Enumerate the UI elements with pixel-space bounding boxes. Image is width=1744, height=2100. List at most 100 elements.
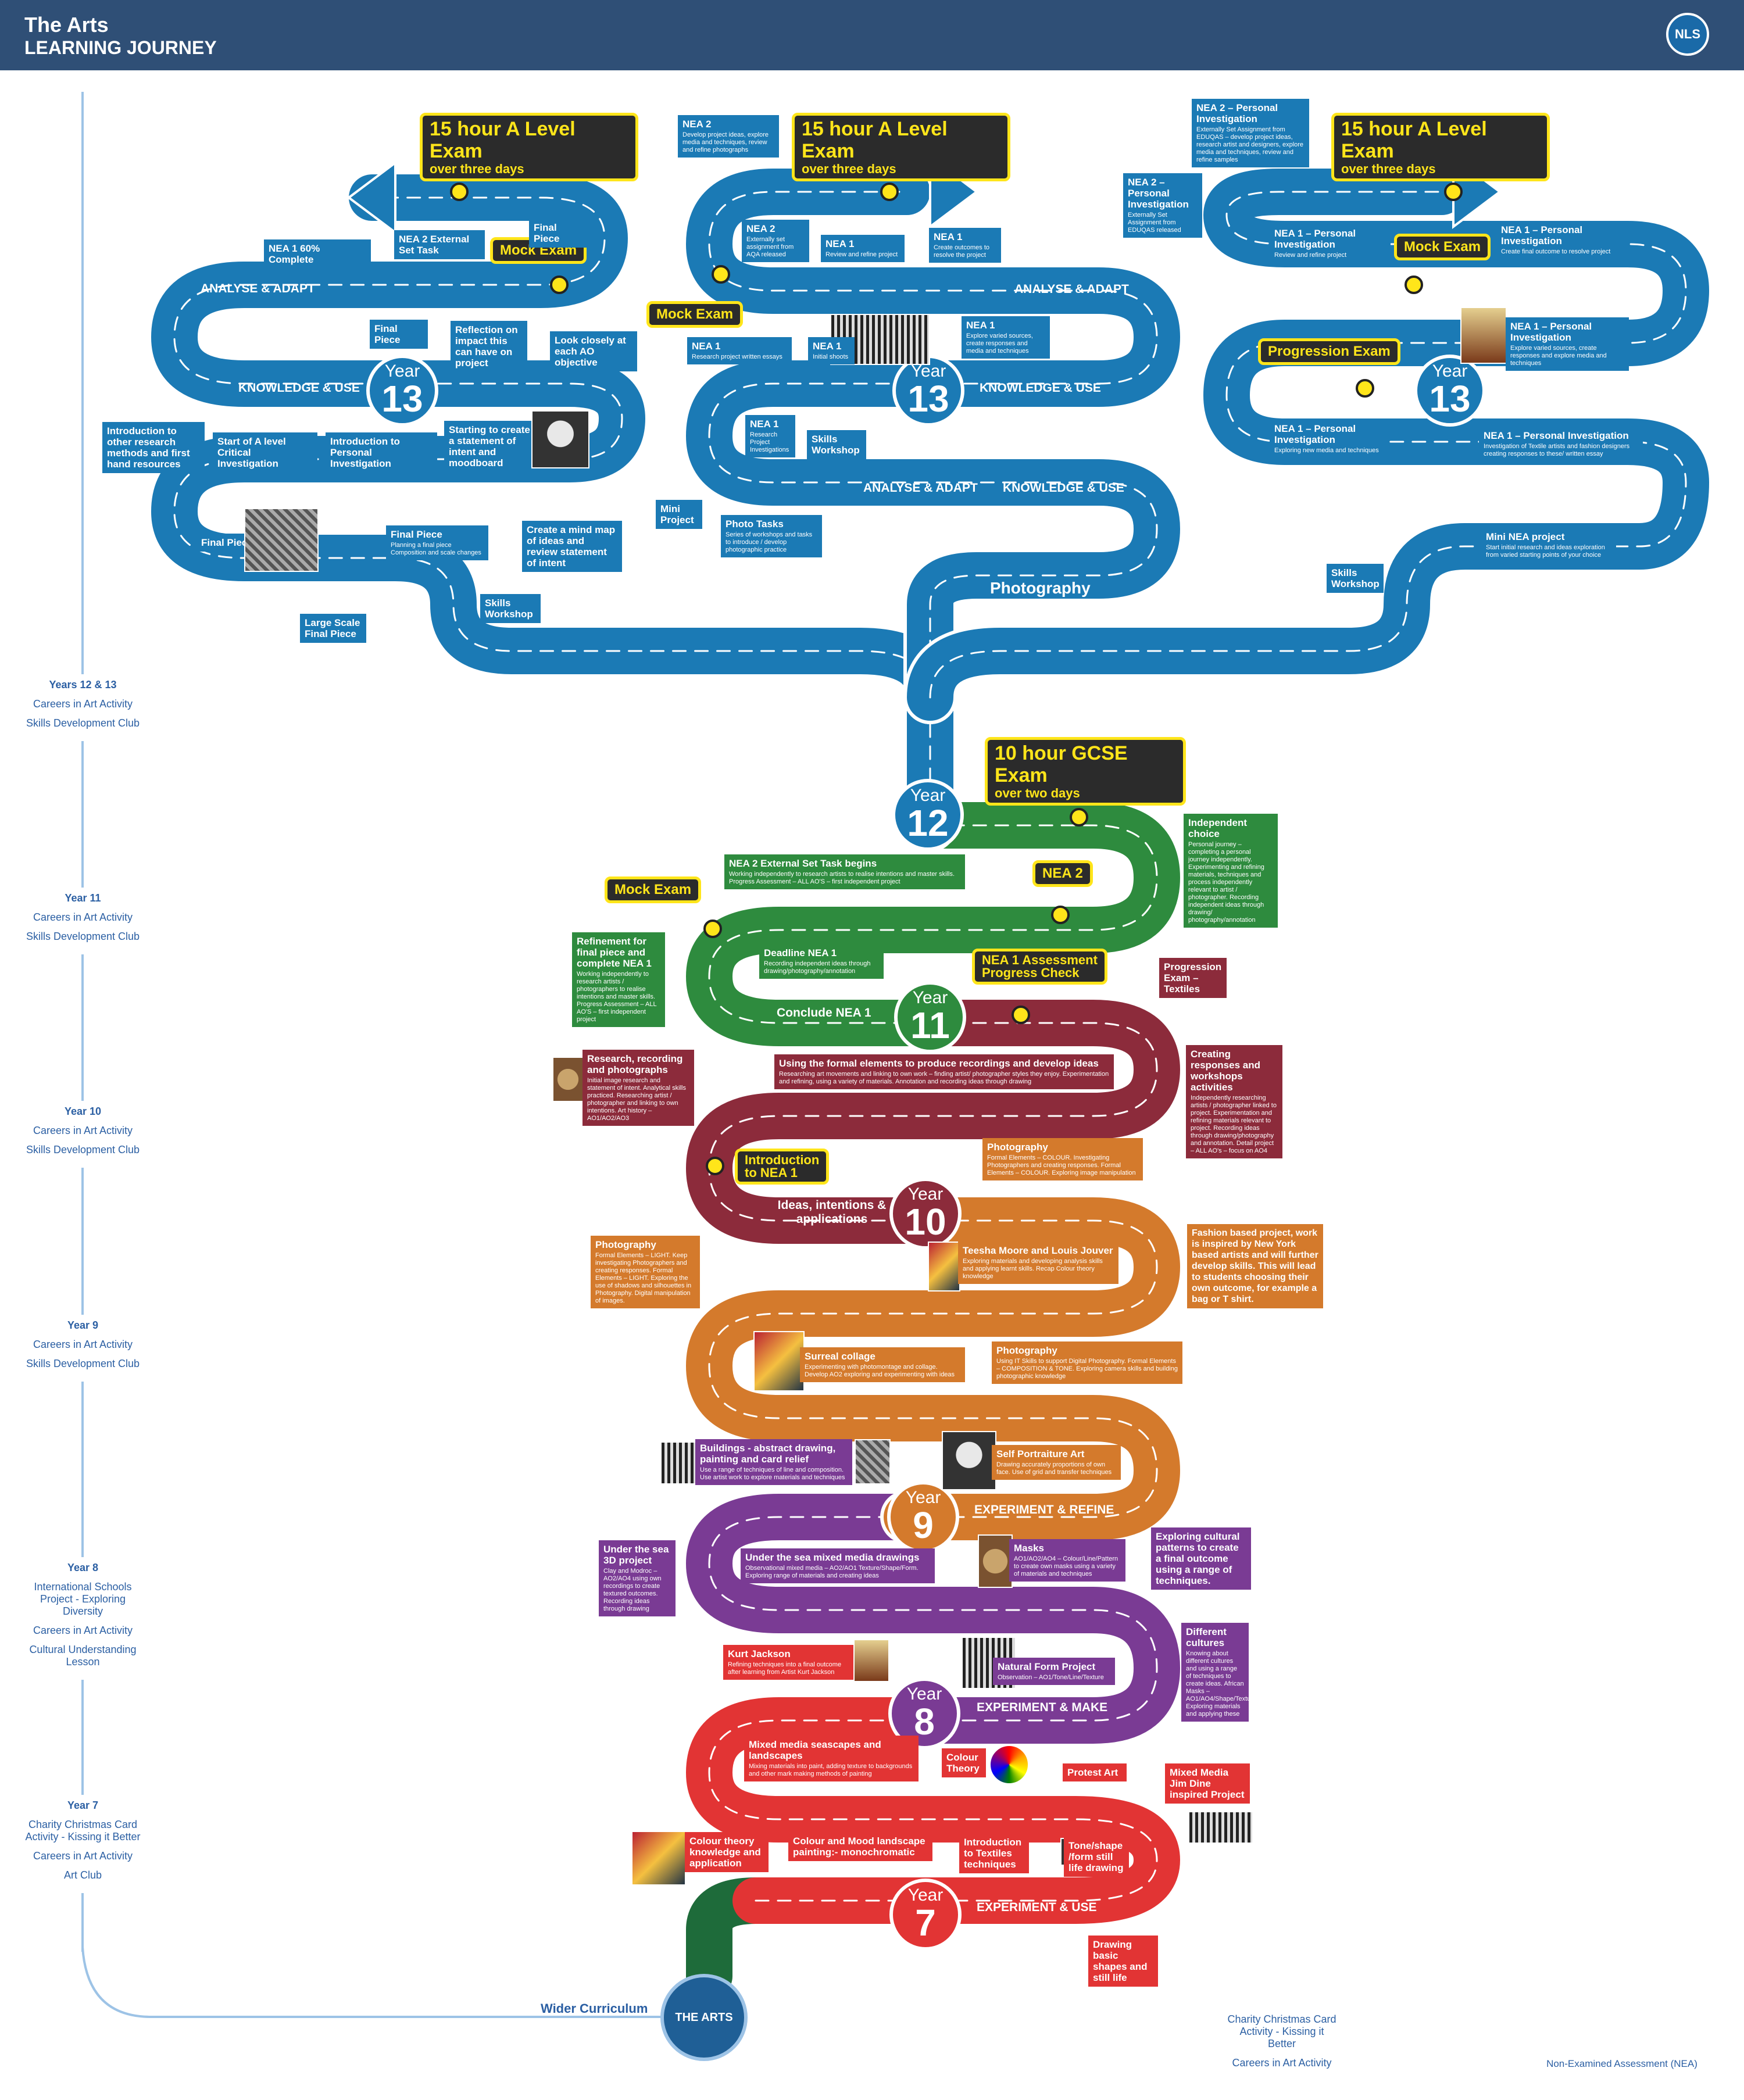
- art-box: NEA 2 External Set Task: [394, 230, 485, 259]
- nea-2-badge: NEA 2: [1032, 860, 1093, 887]
- the-arts-logo-icon: THE ARTS: [660, 1974, 748, 2061]
- art-box: Start of A level Critical Investigation: [213, 432, 317, 473]
- textiles-box: Skills Workshop: [1327, 564, 1384, 593]
- art-box: Look closely at each AO objective: [550, 331, 637, 371]
- road-label-analyse-adapt: ANALYSE & ADAPT: [863, 481, 978, 495]
- buildings-image: [660, 1441, 696, 1484]
- road-label-analyse-adapt: ANALYSE & ADAPT: [1259, 691, 1374, 704]
- art-box: Large Scale Final Piece: [300, 614, 366, 643]
- year-9-artwork-image: [928, 1242, 960, 1292]
- mock-exam-photo: Mock Exam: [646, 301, 744, 328]
- progression-exam: Progression Exam: [1258, 338, 1400, 365]
- road-label-analyse-adapt: ANALYSE & ADAPT: [1548, 282, 1662, 296]
- year-7-box: Mixed Media Jim Dine inspired Project: [1165, 1763, 1250, 1804]
- year-8-box: Exploring cultural patterns to create a …: [1151, 1527, 1251, 1590]
- road-label-analyse-adapt: ANALYSE & ADAPT: [497, 691, 612, 704]
- photo-box: Mini Project: [656, 500, 702, 529]
- road-label-knowledge-use: KNOWLEDGE & USE: [1500, 381, 1621, 395]
- art-box: Create a mind map of ideas and review st…: [522, 521, 622, 572]
- road-year-11: [682, 799, 1184, 1050]
- page-title: The Arts: [24, 13, 109, 37]
- road-label-knowledge-use: KNOWLEDGE & USE: [1120, 691, 1241, 704]
- road-years-12-13: [148, 165, 1713, 852]
- road-label-knowledge-use: KNOWLEDGE & USE: [980, 381, 1101, 395]
- year-10-box: Creating responses and workshops activit…: [1186, 1045, 1282, 1158]
- road-label-analyse-adapt: ANALYSE & ADAPT: [201, 282, 315, 295]
- road-label-photography: Photography: [990, 579, 1091, 597]
- self-portrait-image: [942, 1431, 996, 1490]
- road-label-ideas: Ideas, intentions & applications: [777, 1199, 887, 1226]
- surreal-collage-image: [753, 1331, 805, 1391]
- road-label-experiment-make: EXPERIMENT & MAKE: [977, 1701, 1108, 1714]
- road-label-experiment-refine: EXPERIMENT & REFINE: [974, 1503, 1114, 1516]
- art-box: Reflection on impact this can have on pr…: [451, 321, 527, 372]
- year-7-box: Drawing basic shapes and still life: [1088, 1936, 1158, 1987]
- kurt-jackson-image: [853, 1639, 889, 1682]
- road-label-knowledge-use: KNOWLEDGE & USE: [1003, 481, 1124, 495]
- art-box: Starting to create a statement of intent…: [444, 421, 541, 472]
- road-year-8: [682, 1490, 1184, 1747]
- year-7-box: Colour and Mood landscape painting:- mon…: [788, 1832, 932, 1861]
- textiles-fashion-image: [1460, 307, 1507, 364]
- colour-wheel-icon: [989, 1745, 1029, 1784]
- year-11-box: Refinement for final piece and complete …: [572, 932, 665, 1027]
- art-box: Introduction to other research methods a…: [102, 422, 205, 473]
- art-arrow-icon: [346, 160, 396, 235]
- year-7-box: Introduction to Textiles techniques: [959, 1833, 1029, 1873]
- year-7-box: Tone/shape /form still life drawing: [1064, 1837, 1129, 1877]
- footer-charity-note: Charity Christmas Card Activity - Kissin…: [1227, 2013, 1336, 2069]
- year-9-box: Buildings - abstract drawing, painting a…: [695, 1439, 852, 1485]
- art-box: Final Piece: [529, 219, 587, 248]
- year-9-box: Fashion based project, work is inspired …: [1187, 1224, 1323, 1308]
- road-label-knowledge-use: KNOWLEDGE & USE: [638, 691, 760, 704]
- page-subtitle: LEARNING JOURNEY: [24, 37, 217, 58]
- timeline-line: [81, 92, 84, 1952]
- art-box: Skills Workshop: [480, 594, 541, 623]
- abstract-art-image: [855, 1439, 891, 1484]
- mask-image: [978, 1534, 1013, 1588]
- jim-dine-image: [1188, 1811, 1253, 1844]
- photo-box: Skills Workshop: [807, 430, 866, 459]
- road-year-10: [682, 996, 1184, 1247]
- road-label-conclude-nea1: Conclude NEA 1: [777, 1006, 871, 1019]
- mock-exam-textiles: Mock Exam: [1394, 234, 1491, 260]
- year-10-research-image: [552, 1057, 584, 1102]
